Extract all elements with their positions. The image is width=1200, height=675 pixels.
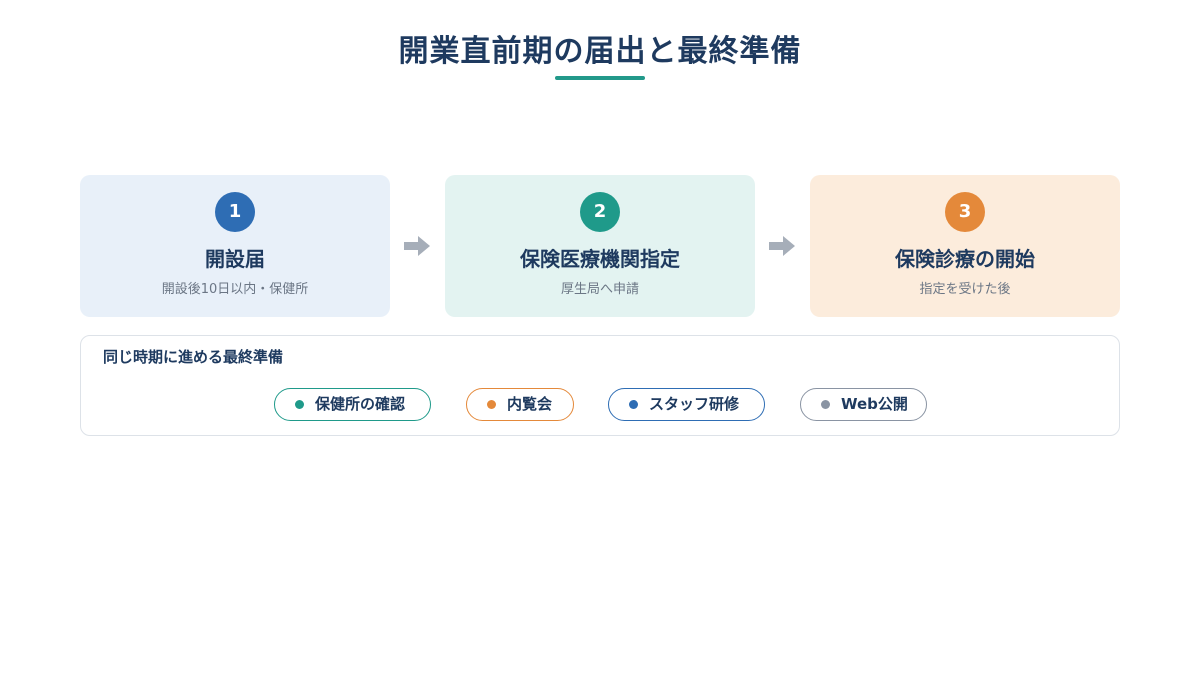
step-title: 開設届	[205, 247, 265, 271]
orange-dot-icon	[487, 400, 496, 409]
prep-item-open-house: 内覧会	[466, 388, 574, 421]
step-card-2: 2 保険医療機関指定 厚生局へ申請	[445, 175, 755, 317]
title-underline	[555, 76, 645, 80]
prep-item-label: Web公開	[841, 395, 908, 413]
prep-item-label: 保健所の確認	[315, 395, 406, 413]
prep-item-health-center: 保健所の確認	[274, 388, 431, 421]
final-prep-title: 同じ時期に進める最終準備	[103, 348, 284, 366]
prep-item-web-publish: Web公開	[800, 388, 927, 421]
step-card-1: 1 開設届 開設後10日以内・保健所	[80, 175, 390, 317]
prep-item-staff-training: スタッフ研修	[608, 388, 765, 421]
teal-dot-icon	[295, 400, 304, 409]
step-number-badge: 3	[945, 192, 985, 232]
right-arrow-icon	[769, 236, 795, 256]
step-subtitle: 厚生局へ申請	[560, 282, 639, 297]
final-prep-panel: 同じ時期に進める最終準備 保健所の確認 内覧会 スタッフ研修 Web公開	[80, 335, 1120, 436]
prep-item-label: スタッフ研修	[649, 395, 740, 413]
step-number-badge: 1	[215, 192, 255, 232]
steps-flow: 1 開設届 開設後10日以内・保健所 2 保険医療機関指定 厚生局へ申請 3 保…	[80, 175, 1120, 317]
step-title: 保険医療機関指定	[520, 247, 680, 271]
gray-dot-icon	[821, 400, 830, 409]
blue-dot-icon	[629, 400, 638, 409]
right-arrow-icon	[404, 236, 430, 256]
step-title: 保険診療の開始	[895, 247, 1035, 271]
step-subtitle: 開設後10日以内・保健所	[161, 282, 309, 297]
page-title: 開業直前期の届出と最終準備	[398, 34, 802, 69]
step-card-3: 3 保険診療の開始 指定を受けた後	[810, 175, 1120, 317]
step-number-badge: 2	[580, 192, 620, 232]
prep-item-label: 内覧会	[507, 395, 553, 413]
step-subtitle: 指定を受けた後	[919, 282, 1011, 297]
